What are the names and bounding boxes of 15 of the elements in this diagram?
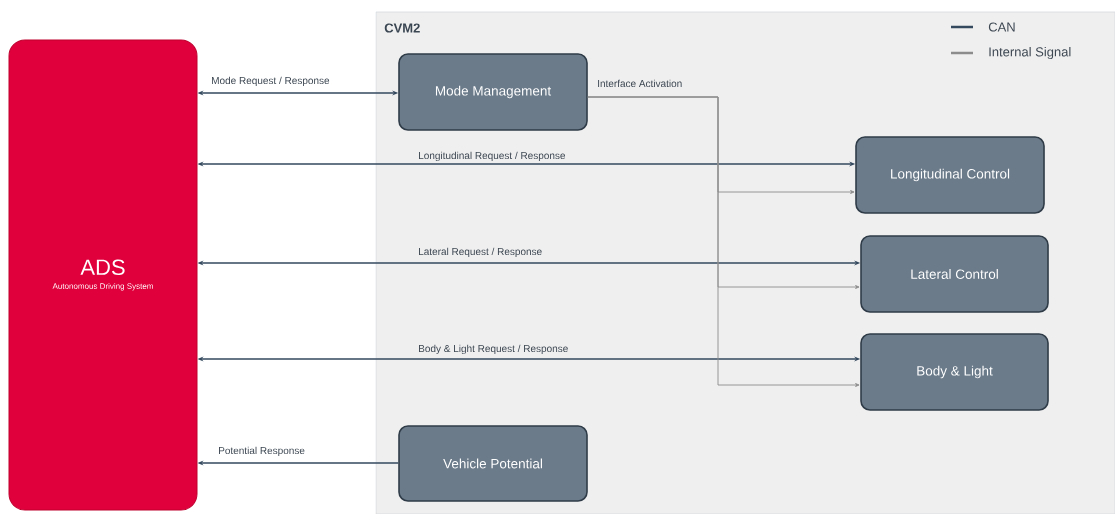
edge-label: Potential Response xyxy=(219,446,305,457)
legend-label: Internal Signal xyxy=(989,46,1071,60)
system-box: ADS Autonomous Driving System xyxy=(8,39,198,511)
signal-arrow xyxy=(587,96,860,387)
process-box: Longitudinal Control xyxy=(855,136,1045,214)
edge-label: Lateral Request / Response xyxy=(419,247,542,258)
edge-label: Mode Request / Response xyxy=(212,76,330,87)
process-box: Mode Management xyxy=(398,53,588,131)
legend-label: CAN xyxy=(988,22,1015,32)
edge-label: Longitudinal Request / Response xyxy=(419,151,566,162)
edge-label: Interface Activation xyxy=(598,79,682,88)
process-box: Body & Light xyxy=(860,333,1049,411)
process-box: Vehicle Potential xyxy=(398,425,588,502)
process-box: Lateral Control xyxy=(860,235,1049,313)
edge-label: Body & Light Request / Response xyxy=(419,344,568,355)
